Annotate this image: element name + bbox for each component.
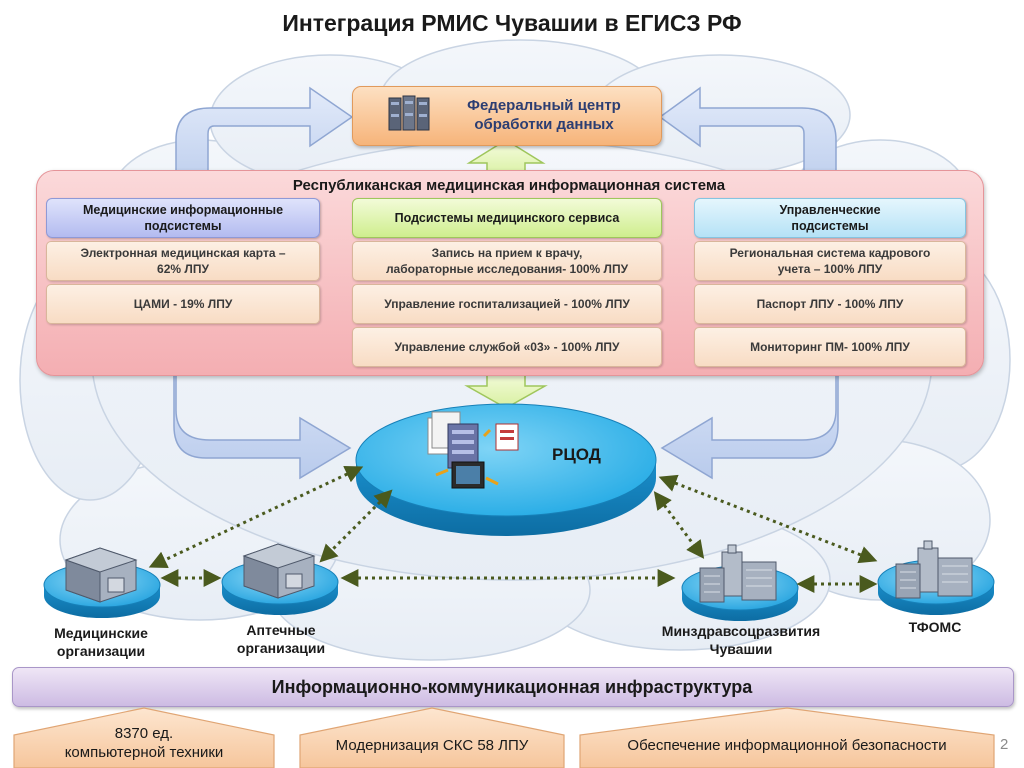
arrow-up-right bbox=[658, 86, 837, 197]
bottom-label-sks: Модернизация СКС 58 ЛПУ bbox=[335, 737, 529, 754]
subsystem-label: учета – 100% ЛПУ bbox=[777, 262, 883, 276]
subsystem-appointment: Запись на прием к врачу, лабораторные исс… bbox=[352, 241, 662, 281]
medical-org-label: Медицинские организации bbox=[26, 624, 176, 660]
org-label-line: организации bbox=[56, 643, 146, 659]
subsystem-service-03: Управление службой «03» - 100% ЛПУ bbox=[352, 327, 662, 367]
subsystem-label: ЦАМИ - 19% ЛПУ bbox=[133, 297, 233, 311]
subsystem-label: Электронная медицинская карта – bbox=[80, 246, 286, 260]
data-center-icon bbox=[427, 411, 519, 489]
page-title: Интеграция РМИС Чувашии в ЕГИСЗ РФ bbox=[282, 10, 742, 36]
subsystem-pm-monitoring: Мониторинг ПМ- 100% ЛПУ bbox=[694, 327, 966, 367]
tfoms-label: ТФОМС bbox=[880, 618, 990, 636]
org-label-line: ТФОМС bbox=[908, 619, 962, 635]
column-header-management: Управленческие подсистемы bbox=[694, 198, 966, 238]
subsystem-label: Мониторинг ПМ- 100% ЛПУ bbox=[750, 340, 910, 354]
bottom-label-line: 8370 ед. bbox=[114, 725, 174, 742]
column-header-medical: Медицинские информационные подсистемы bbox=[46, 198, 320, 238]
org-label-line: организации bbox=[236, 640, 326, 656]
column-header-line: подсистемы bbox=[791, 219, 869, 233]
ministry-label: Минздравсоцразвития Чувашии bbox=[636, 622, 846, 658]
column-header-line: Подсистемы медицинского сервиса bbox=[394, 211, 620, 225]
subsystem-label: Региональная система кадрового bbox=[729, 246, 931, 260]
subsystem-label: Запись на прием к врачу, bbox=[431, 246, 583, 260]
federal-center-line2: обработки данных bbox=[474, 116, 614, 133]
arrow-up-left bbox=[175, 86, 354, 197]
subsystem-hospitalization: Управление госпитализацией - 100% ЛПУ bbox=[352, 284, 662, 324]
org-label-line: Чувашии bbox=[709, 641, 773, 657]
subsystem-label: 62% ЛПУ bbox=[157, 262, 209, 276]
column-header-service: Подсистемы медицинского сервиса bbox=[352, 198, 662, 238]
subsystem-hr: Региональная система кадрового учета – 10… bbox=[694, 241, 966, 281]
arrow-down-left bbox=[173, 335, 352, 480]
connector-rcod-pharmacy bbox=[319, 489, 393, 563]
arrow-down-right bbox=[660, 335, 839, 480]
subsystem-label: Паспорт ЛПУ - 100% ЛПУ bbox=[756, 297, 904, 311]
bottom-box-security bbox=[579, 707, 995, 768]
org-label-line: Минздравсоцразвития bbox=[661, 623, 821, 639]
org-label-line: Аптечные bbox=[246, 622, 316, 638]
pharmacy-org-label: Аптечные организации bbox=[206, 621, 356, 657]
federal-center-line1: Федеральный центр bbox=[467, 97, 621, 114]
infrastructure-bar bbox=[12, 667, 1014, 707]
subsystem-tsami: ЦАМИ - 19% ЛПУ bbox=[46, 284, 320, 324]
bottom-box-computers bbox=[13, 707, 275, 768]
rmis-title: Республиканская медицинская информационн… bbox=[292, 177, 726, 194]
subsystem-emk: Электронная медицинская карта – 62% ЛПУ bbox=[46, 241, 320, 281]
column-header-line: Медицинские информационные bbox=[82, 203, 284, 217]
subsystem-lpu-passport: Паспорт ЛПУ - 100% ЛПУ bbox=[694, 284, 966, 324]
connector-rcod-medical bbox=[148, 465, 364, 569]
server-rack-icon bbox=[388, 95, 430, 131]
bottom-label-line: компьютерной техники bbox=[64, 744, 224, 761]
bottom-label-security: Обеспечение информационной безопасности bbox=[627, 737, 947, 754]
connector-rcod-tfoms bbox=[658, 474, 878, 564]
federal-center-label: Федеральный центр обработки данных bbox=[430, 96, 658, 134]
page-number: 2 bbox=[1000, 736, 1009, 753]
bottom-box-sks bbox=[299, 707, 565, 768]
rcod-label: РЦОД bbox=[552, 445, 601, 464]
medical-building-icon bbox=[64, 547, 138, 603]
column-header-line: подсистемы bbox=[144, 219, 222, 233]
infrastructure-label: Информационно-коммуникационная инфрастру… bbox=[271, 677, 753, 697]
bottom-label-computers: 8370 ед. компьютерной техники bbox=[14, 724, 274, 762]
tfoms-building-icon bbox=[895, 540, 973, 599]
subsystem-label: лабораторные исследования- 100% ЛПУ bbox=[385, 262, 629, 276]
org-label-line: Медицинские bbox=[54, 625, 148, 641]
subsystem-label: Управление службой «03» - 100% ЛПУ bbox=[394, 340, 620, 354]
subsystem-label: Управление госпитализацией - 100% ЛПУ bbox=[384, 297, 630, 311]
column-header-line: Управленческие bbox=[779, 203, 881, 217]
